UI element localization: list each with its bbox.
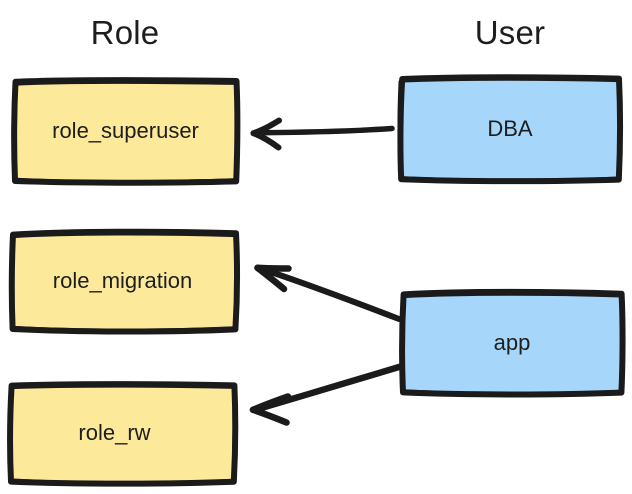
node-app[interactable]: app (399, 288, 626, 398)
node-label: DBA (487, 116, 533, 141)
node-role-migration[interactable]: role_migration (8, 228, 240, 335)
node-role-rw[interactable]: role_rw (7, 381, 239, 487)
edge-app-to-role-rw (249, 363, 403, 426)
node-label: role_superuser (52, 118, 199, 143)
column-header-user: User (474, 14, 546, 51)
node-label: role_migration (52, 268, 193, 293)
column-header-role: Role (90, 14, 160, 51)
node-dba[interactable]: DBA (397, 74, 623, 185)
node-label: app (493, 330, 531, 355)
edge-app-to-role-migration (254, 264, 402, 322)
edge-dba-to-role-superuser (250, 117, 395, 151)
node-label: role_rw (78, 420, 151, 445)
node-role-superuser[interactable]: role_superuser (11, 77, 241, 186)
